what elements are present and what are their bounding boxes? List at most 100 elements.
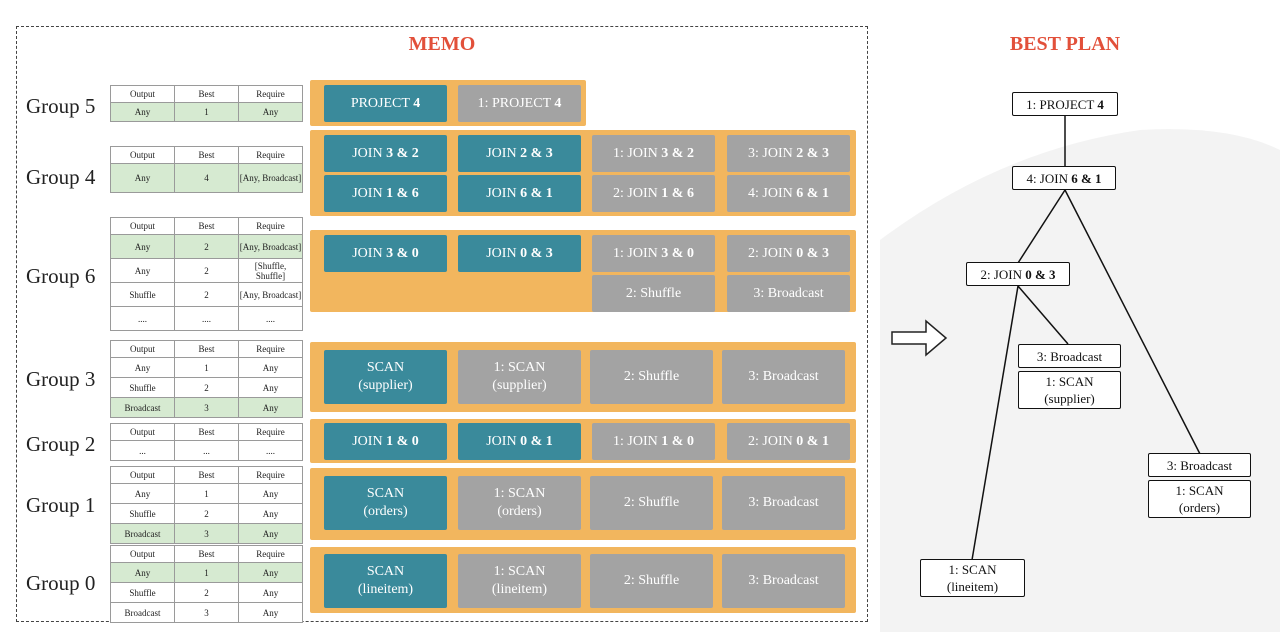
expression-group-ids: 3 & 0: [661, 245, 694, 261]
table-header-cell: Require: [238, 85, 303, 103]
group-4-expression: 3: JOIN 2 & 3: [727, 135, 850, 172]
table-cell: [Any, Broadcast]: [238, 234, 303, 259]
group-6-expression: JOIN 0 & 3: [458, 235, 581, 272]
expression-prefix: 2: Shuffle: [625, 285, 682, 301]
group-4-expression: 1: JOIN 3 & 2: [592, 135, 715, 172]
table-cell: 3: [174, 397, 239, 418]
table-cell: Any: [238, 397, 303, 418]
table-cell: [Any, Broadcast]: [238, 282, 303, 307]
expression-prefix: PROJECT: [350, 95, 414, 111]
plan-node-broadcast-orders: 3: Broadcast: [1148, 453, 1251, 477]
group-3-expression: 1: SCAN(supplier): [458, 350, 581, 404]
plan-node-join-6-1: 4: JOIN 6 & 1: [1012, 166, 1116, 190]
table-cell: Any: [238, 357, 303, 378]
group-2-expression: JOIN 0 & 1: [458, 423, 581, 460]
expression-prefix: 2: JOIN: [748, 433, 797, 449]
right-arrow-icon: [891, 319, 948, 357]
table-cell: ....: [238, 440, 303, 461]
group-4-expression: JOIN 1 & 6: [324, 175, 447, 212]
table-cell: Broadcast: [110, 602, 175, 623]
group-6-expression: 3: Broadcast: [727, 275, 850, 312]
table-cell: 1: [174, 357, 239, 378]
expression-group-ids: 1 & 6: [661, 185, 694, 201]
table-cell: Any: [238, 523, 303, 544]
table-cell: Broadcast: [110, 523, 175, 544]
plan-node-scan-orders: 1: SCAN (orders): [1148, 480, 1251, 518]
plan-node-scan-orders-line2: (orders): [1178, 500, 1221, 515]
group-2-label: Group 2: [26, 432, 96, 456]
expression-prefix: JOIN: [352, 185, 387, 201]
group-3-expression: 2: Shuffle: [590, 350, 713, 404]
group-6-expression: 2: Shuffle: [592, 275, 715, 312]
expression-prefix: 2: JOIN: [613, 185, 662, 201]
table-cell: 2: [174, 377, 239, 398]
plan-node-scan-supplier-line1: 1: SCAN: [1045, 374, 1094, 389]
table-cell: 4: [174, 163, 239, 193]
plan-node-scan-supplier-line2: (supplier): [1044, 391, 1095, 406]
expression-prefix: 1: PROJECT: [477, 95, 555, 111]
table-header-cell: Require: [238, 146, 303, 164]
group-1-expression: 1: SCAN(orders): [458, 476, 581, 530]
table-cell: ....: [238, 306, 303, 331]
group-6-expression: 2: JOIN 0 & 3: [727, 235, 850, 272]
table-cell: [Shuffle, Shuffle]: [238, 258, 303, 283]
expression-line: 2: Shuffle: [623, 369, 680, 384]
best-plan-title: BEST PLAN: [1009, 33, 1121, 55]
table-header-cell: Output: [110, 85, 175, 103]
table-cell: Any: [110, 258, 175, 283]
expression-line: 1: SCAN: [493, 360, 546, 375]
table-header-cell: Output: [110, 217, 175, 235]
table-header-cell: Best: [174, 217, 239, 235]
expression-group-ids: 2 & 3: [520, 145, 553, 161]
expression-prefix: JOIN: [486, 245, 521, 261]
table-cell: 2: [174, 503, 239, 524]
plan-node-join-top-ids: 6 & 1: [1071, 170, 1102, 186]
expression-line: (lineitem): [357, 582, 414, 597]
table-cell: Any: [110, 163, 175, 193]
expression-group-ids: 6 & 1: [520, 185, 553, 201]
table-header-cell: Output: [110, 466, 175, 484]
group-0-expression: 3: Broadcast: [722, 554, 845, 608]
expression-group-ids: 0 & 1: [796, 433, 829, 449]
table-cell: Any: [110, 357, 175, 378]
expression-group-ids: 4: [413, 95, 421, 111]
expression-group-ids: 1 & 0: [661, 433, 694, 449]
group-3-label: Group 3: [26, 367, 96, 391]
group-0-label: Group 0: [26, 571, 96, 595]
expression-prefix: JOIN: [486, 145, 521, 161]
group-2-expression: 1: JOIN 1 & 0: [592, 423, 715, 460]
group-6-label: Group 6: [26, 264, 96, 288]
memo-frame: [16, 26, 868, 622]
table-header-cell: Output: [110, 146, 175, 164]
expression-prefix: 4: JOIN: [748, 185, 797, 201]
table-cell: Any: [110, 234, 175, 259]
group-2-expression: 2: JOIN 0 & 1: [727, 423, 850, 460]
group-1-label: Group 1: [26, 493, 96, 517]
expression-prefix: 3: JOIN: [748, 145, 797, 161]
expression-line: SCAN: [366, 360, 405, 375]
table-cell: Any: [110, 102, 175, 122]
table-cell: 3: [174, 602, 239, 623]
expression-line: 2: Shuffle: [623, 573, 680, 588]
group-1-expression: SCAN(orders): [324, 476, 447, 530]
table-cell: Any: [238, 562, 303, 583]
expression-line: 2: Shuffle: [623, 495, 680, 510]
table-cell: Shuffle: [110, 377, 175, 398]
table-cell: 1: [174, 562, 239, 583]
table-header-cell: Require: [238, 217, 303, 235]
expression-prefix: 1: JOIN: [613, 245, 662, 261]
expression-group-ids: 1 & 6: [386, 185, 419, 201]
